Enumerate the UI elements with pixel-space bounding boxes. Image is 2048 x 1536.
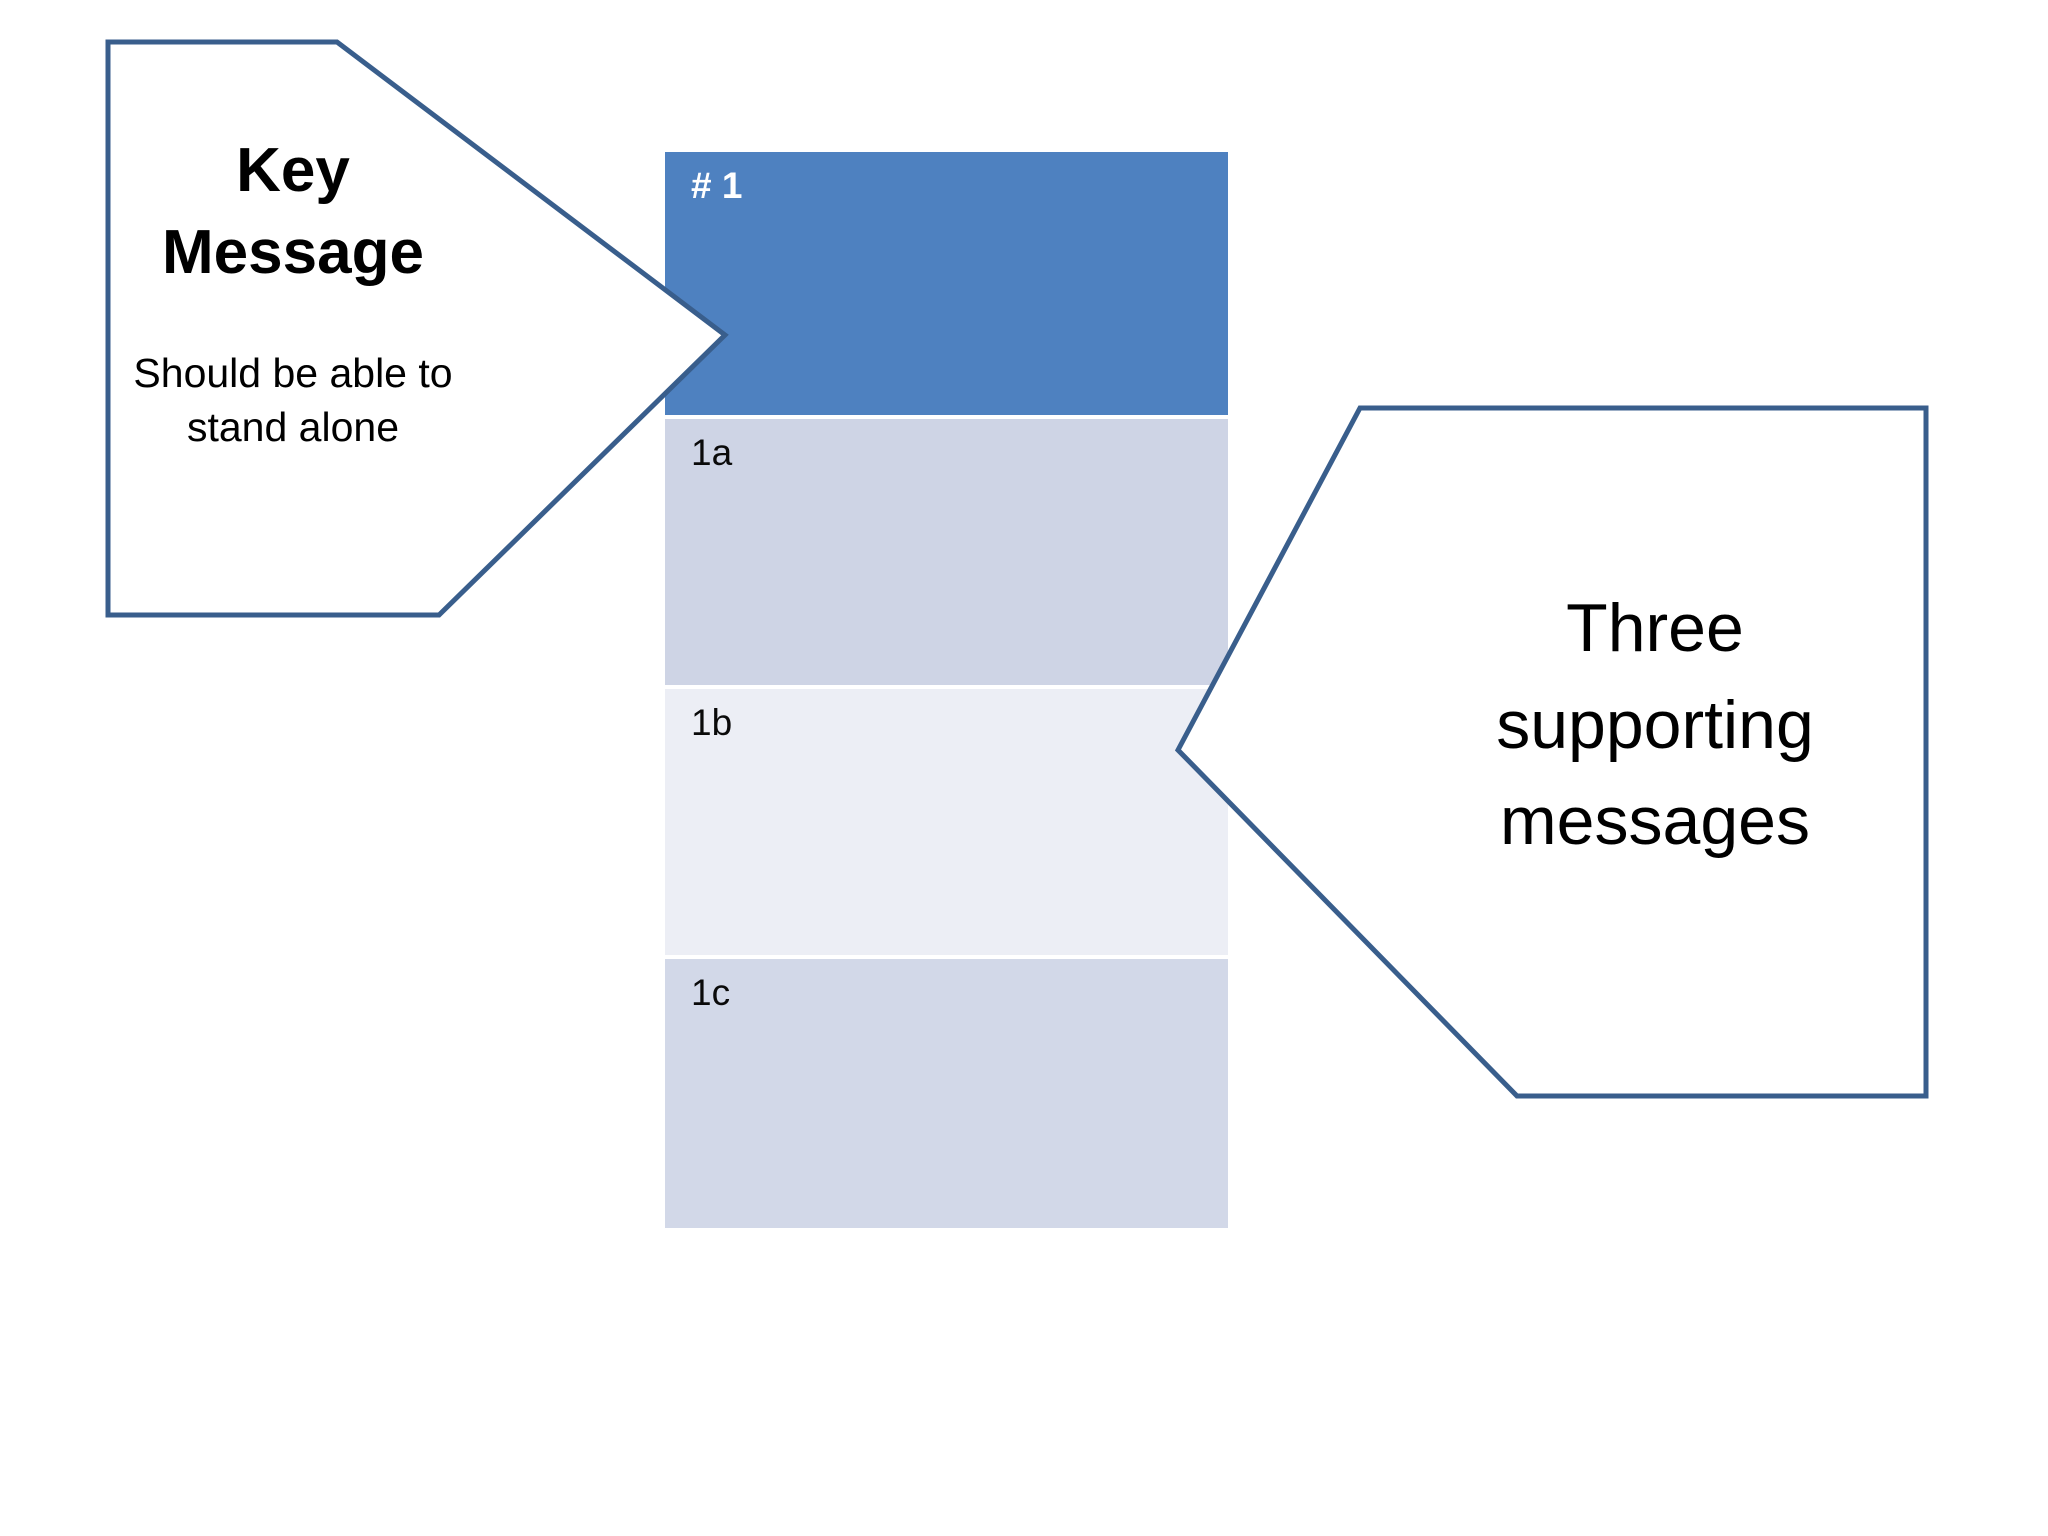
message-bar-1b[interactable]: 1b bbox=[665, 689, 1228, 955]
callout-left-subtext-line2: stand alone bbox=[186, 403, 399, 450]
callout-right-text: Three supporting messages bbox=[1385, 580, 1925, 870]
message-bar-1a[interactable]: 1a bbox=[665, 419, 1228, 685]
callout-right-shape[interactable] bbox=[1160, 396, 1950, 1116]
message-bar-1a-label: 1a bbox=[691, 432, 733, 473]
callout-left-subtext-line1: Should be able to bbox=[133, 349, 453, 396]
callout-left-shape[interactable] bbox=[105, 30, 735, 630]
message-bar-key[interactable]: # 1 bbox=[665, 152, 1228, 415]
callout-left-headline-line1: Key bbox=[236, 136, 350, 205]
message-bar-1b-label: 1b bbox=[691, 702, 733, 743]
message-bar-1c[interactable]: 1c bbox=[665, 959, 1228, 1228]
callout-left-text: Key Message Should be able to stand alon… bbox=[113, 130, 473, 454]
callout-right-headline-line1: Three bbox=[1566, 590, 1744, 666]
callout-right-polygon bbox=[1174, 405, 1929, 1099]
message-bar-key-label: # 1 bbox=[691, 165, 743, 206]
callout-right-headline-line3: messages bbox=[1500, 783, 1810, 860]
callout-left-headline-line2: Message bbox=[162, 217, 424, 287]
message-bar-1c-label: 1c bbox=[691, 972, 731, 1013]
callout-right-headline-line2: supporting bbox=[1496, 686, 1814, 763]
callout-left-polygon bbox=[105, 39, 729, 618]
